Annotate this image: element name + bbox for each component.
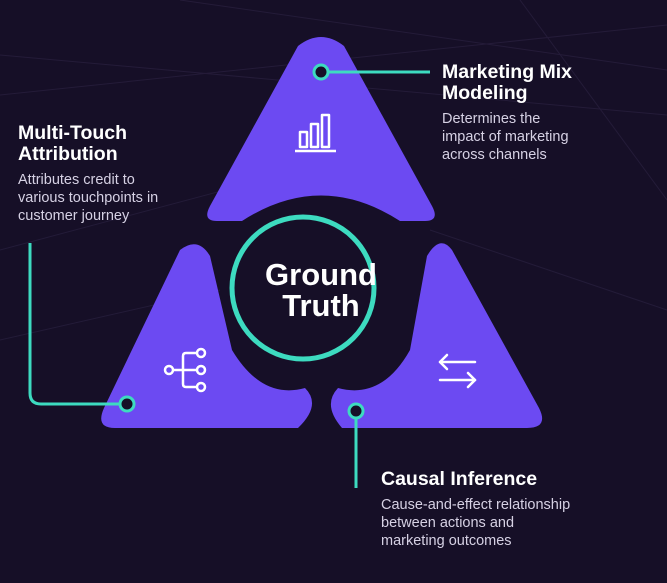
marketing-mix-connector [312, 63, 430, 81]
marketing-mix-modeling-block: Marketing Mix Modeling Determines the im… [442, 62, 642, 164]
causal-desc-line1: Cause-and-effect relationship [381, 497, 571, 513]
causal-inference-triangle [330, 243, 543, 428]
swap-arrows-icon [438, 353, 477, 389]
multi-touch-connector [28, 243, 136, 413]
marketing-mix-desc-line2: impact of marketing [442, 129, 569, 145]
background-lines [0, 0, 667, 341]
multi-touch-title: Multi-Touch Attribution [18, 123, 198, 165]
causal-inference-connector [347, 402, 365, 488]
multi-touch-title-line1: Multi-Touch [18, 122, 128, 144]
marketing-mix-description: Determines the impact of marketing acros… [442, 110, 642, 164]
causal-inference-description: Cause-and-effect relationship between ac… [381, 496, 621, 550]
causal-inference-title: Causal Inference [381, 468, 538, 490]
multi-touch-desc-line1: Attributes credit to [18, 172, 135, 188]
causal-inference-block: Causal Inference Cause-and-effect relati… [381, 469, 621, 550]
branch-network-icon [163, 347, 207, 393]
multi-touch-description: Attributes credit to various touchpoints… [18, 171, 198, 225]
marketing-mix-title: Marketing Mix Modeling [442, 62, 642, 104]
marketing-mix-title-line2: Modeling [442, 82, 528, 104]
causal-desc-line3: marketing outcomes [381, 533, 512, 549]
center-title-line2: Truth [282, 288, 360, 323]
bar-chart-icon [295, 113, 336, 153]
multi-touch-title-line2: Attribution [18, 143, 118, 165]
center-title-line1: Ground [265, 257, 377, 292]
marketing-mix-desc-line1: Determines the [442, 111, 541, 127]
marketing-mix-desc-line3: across channels [442, 147, 547, 163]
multi-touch-desc-line3: customer journey [18, 208, 130, 224]
multi-touch-triangle [101, 244, 313, 428]
marketing-mix-title-line1: Marketing Mix [442, 61, 573, 83]
multi-touch-desc-line2: various touchpoints in [18, 190, 159, 206]
multi-touch-attribution-block: Multi-Touch Attribution Attributes credi… [18, 123, 198, 225]
center-circle [229, 214, 377, 362]
causal-desc-line2: between actions and [381, 515, 515, 531]
